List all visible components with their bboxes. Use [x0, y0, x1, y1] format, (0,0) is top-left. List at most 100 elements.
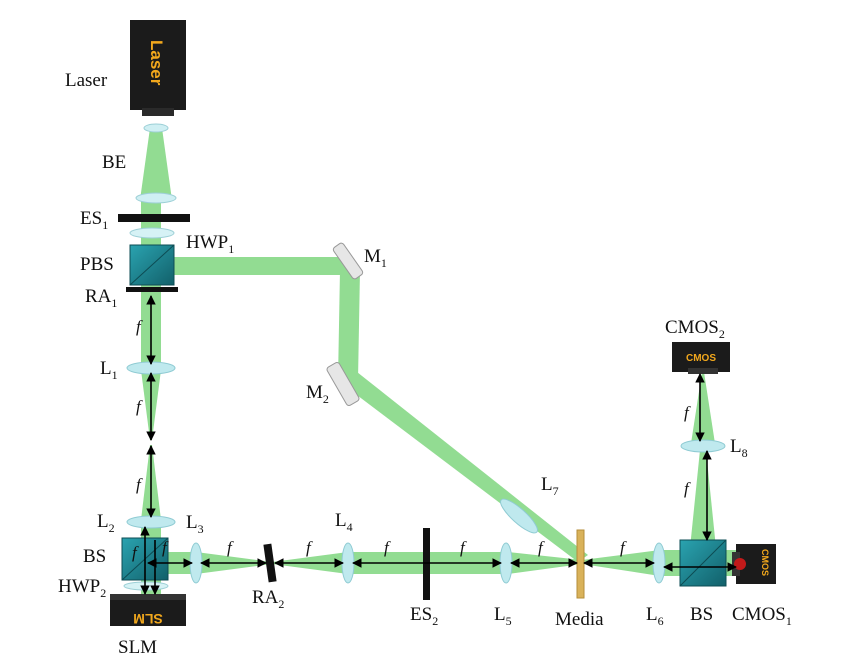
- beam-pbs-to-m1: [160, 257, 352, 275]
- beam-m1-to-m2: [338, 270, 360, 380]
- focal-label-6: f: [227, 538, 234, 557]
- label-cmos2-main: CMOS: [665, 317, 719, 338]
- label-es1-main: ES: [80, 208, 102, 229]
- m1-mirror: [332, 242, 364, 280]
- label-l7-main: L: [541, 474, 553, 495]
- focal-label-4: f: [132, 543, 139, 562]
- label-l4-main: L: [335, 510, 347, 531]
- label-l5: L5: [494, 604, 512, 628]
- slm-device-text: SLM: [133, 611, 163, 627]
- focal-label-13: f: [684, 479, 691, 498]
- label-media: Media: [555, 609, 604, 630]
- component-labels: Laser BE ES1 HWP1 PBS RA1 M1 M2 L1 L2 L3…: [58, 70, 792, 658]
- label-cmos1: CMOS1: [732, 604, 792, 628]
- label-slm: SLM: [118, 637, 157, 658]
- l7-lens: [500, 498, 538, 534]
- m2-mirror: [326, 362, 360, 406]
- label-l3: L3: [186, 512, 204, 536]
- slm-device: SLM: [110, 594, 186, 627]
- label-es2-sub: 2: [432, 614, 438, 628]
- be-lens-small: [143, 123, 169, 133]
- focal-label-9: f: [460, 538, 467, 557]
- focal-label-12: f: [684, 403, 691, 422]
- beam-l8-to-cmos2: [690, 372, 716, 450]
- label-cmos1-sub: 1: [786, 614, 792, 628]
- label-l3-main: L: [186, 512, 198, 533]
- label-hwp2-main: HWP: [58, 576, 100, 597]
- focal-label-2: f: [136, 397, 143, 416]
- label-be: BE: [102, 152, 126, 173]
- cmos1-device: CMOS: [732, 544, 776, 584]
- label-l1-main: L: [100, 358, 112, 379]
- label-ra2-sub: 2: [278, 597, 284, 611]
- label-l2: L2: [97, 511, 115, 535]
- hwp2-plate: [123, 581, 169, 591]
- label-l3-sub: 3: [198, 522, 204, 536]
- label-pbs: PBS: [80, 254, 114, 275]
- l5-lens: [499, 542, 513, 584]
- label-hwp1: HWP1: [186, 232, 234, 256]
- cmos2-device-text: CMOS: [686, 353, 716, 364]
- focal-label-3: f: [136, 475, 143, 494]
- label-ra1-sub: 1: [111, 296, 117, 310]
- focal-label-5: f: [162, 538, 169, 557]
- label-bs-left: BS: [83, 546, 106, 567]
- label-m2-main: M: [306, 382, 323, 403]
- label-l1: L1: [100, 358, 118, 382]
- label-l2-main: L: [97, 511, 109, 532]
- label-hwp2-sub: 2: [100, 586, 106, 600]
- label-cmos2: CMOS2: [665, 317, 725, 341]
- es1-shutter: [118, 214, 190, 222]
- label-m1: M1: [364, 246, 387, 270]
- label-l4: L4: [335, 510, 353, 534]
- label-l6: L6: [646, 604, 664, 628]
- label-m1-main: M: [364, 246, 381, 267]
- focal-label-1: f: [136, 317, 143, 336]
- label-hwp1-sub: 1: [228, 242, 234, 256]
- focal-label-10: f: [538, 538, 545, 557]
- label-ra1: RA1: [85, 286, 117, 310]
- label-l7-sub: 7: [553, 484, 559, 498]
- label-l6-sub: 6: [658, 614, 664, 628]
- focal-label-11: f: [620, 538, 627, 557]
- label-m2-sub: 2: [323, 392, 329, 406]
- hwp1-plate: [129, 227, 175, 239]
- label-l7: L7: [541, 474, 559, 498]
- label-l8-main: L: [730, 436, 742, 457]
- l2-lens: [126, 515, 176, 529]
- media-plate: [576, 529, 585, 599]
- label-m1-sub: 1: [381, 256, 387, 270]
- label-ra1-main: RA: [85, 286, 112, 307]
- l4-lens: [341, 542, 355, 584]
- beam-bs-to-l8: [690, 450, 716, 548]
- label-ra2: RA2: [252, 587, 284, 611]
- label-es1: ES1: [80, 208, 108, 232]
- label-cmos2-sub: 2: [719, 327, 725, 341]
- focal-labels: f f f f f f f f f f f f f: [132, 317, 691, 562]
- l8-lens: [680, 439, 726, 453]
- ra2-aperture: [263, 543, 277, 583]
- bs-right-cube: [679, 539, 727, 587]
- beam-paths: [140, 128, 740, 600]
- label-cmos1-main: CMOS: [732, 604, 786, 625]
- label-es1-sub: 1: [102, 218, 108, 232]
- label-ra2-main: RA: [252, 587, 279, 608]
- beam-m2-to-media: [337, 372, 588, 562]
- label-l8-sub: 8: [742, 446, 748, 460]
- pbs-cube: [129, 244, 175, 286]
- cmos1-device-text: CMOS: [760, 549, 770, 576]
- laser-device-text: Laser: [147, 40, 166, 86]
- focal-label-8: f: [384, 538, 391, 557]
- label-l4-sub: 4: [347, 520, 353, 534]
- label-l8: L8: [730, 436, 748, 460]
- label-bs-right: BS: [690, 604, 713, 625]
- laser-device: Laser: [130, 20, 186, 116]
- ra1-aperture: [126, 287, 178, 292]
- label-l6-main: L: [646, 604, 658, 625]
- cmos2-device: CMOS: [672, 342, 730, 374]
- label-l5-main: L: [494, 604, 506, 625]
- label-l2-sub: 2: [109, 521, 115, 535]
- be-lens-large: [135, 192, 177, 204]
- label-es2: ES2: [410, 604, 438, 628]
